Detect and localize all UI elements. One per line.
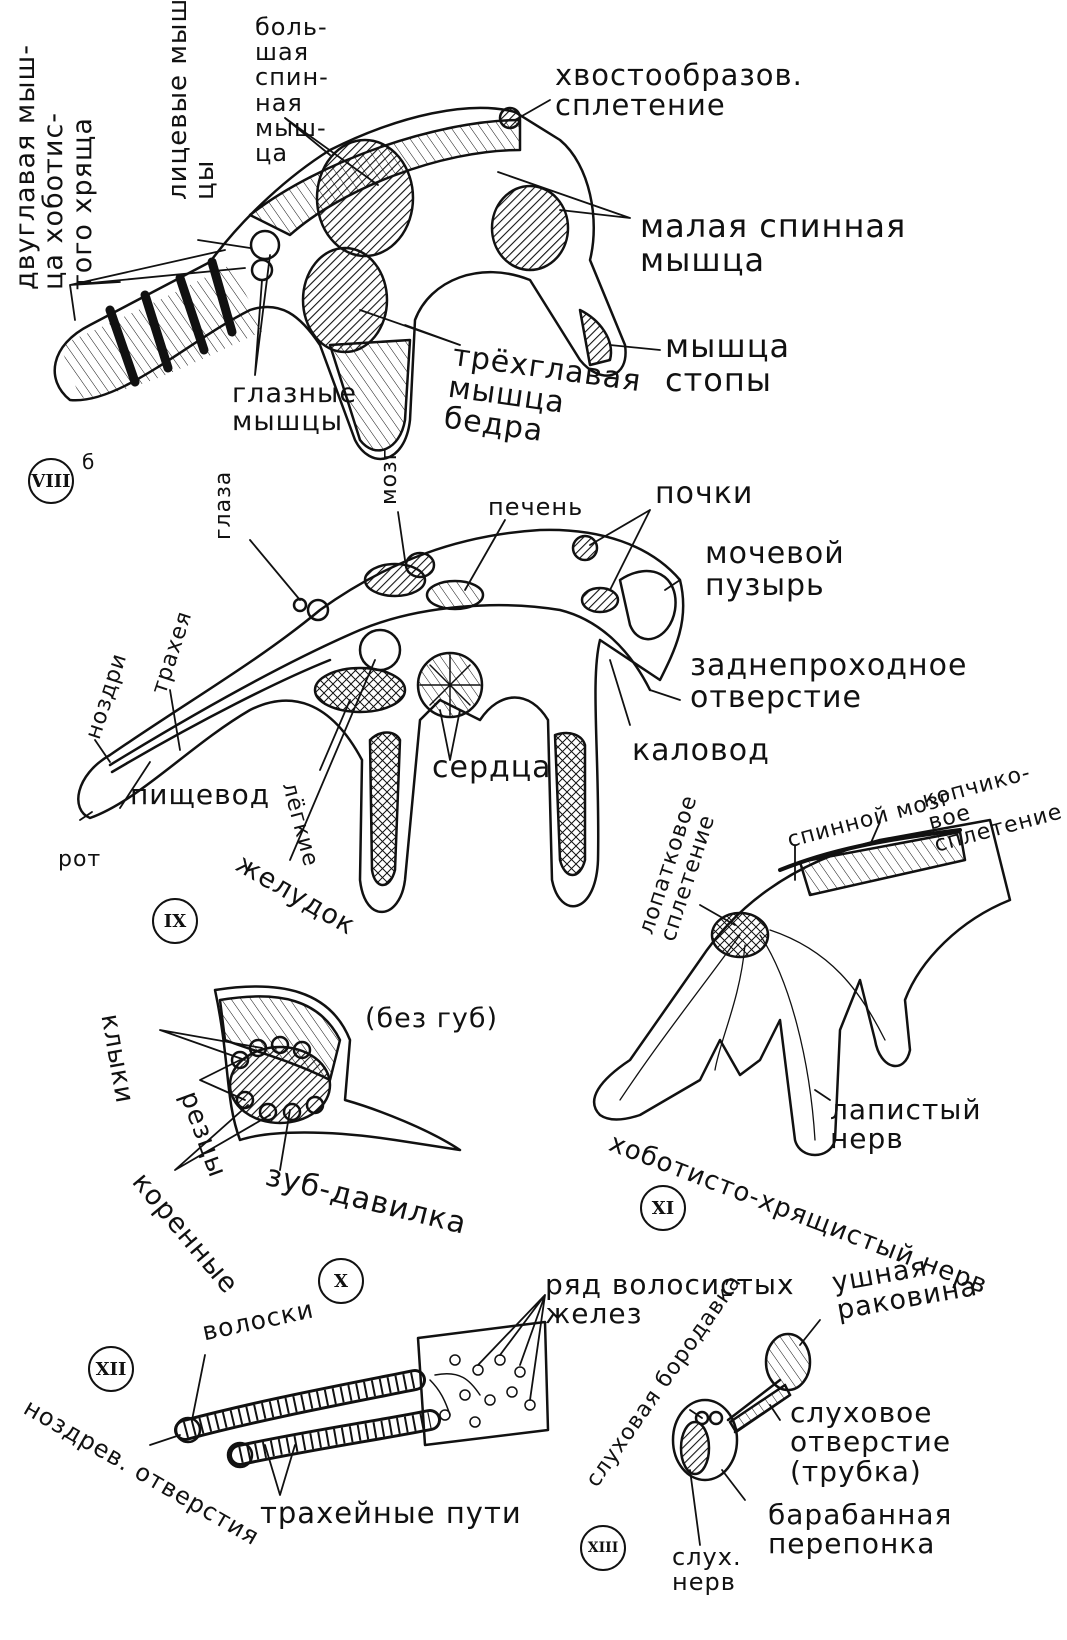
figure-number-viii: VIII [28, 458, 74, 504]
figure-number-ix: IX [152, 898, 198, 944]
fig13-tube-hatch [730, 1385, 790, 1432]
figure-number-xii: XII [88, 1346, 134, 1392]
label-liver: печень [488, 495, 583, 520]
label-kidneys: почки [655, 478, 753, 510]
label-eyes: глаза [212, 471, 235, 540]
fig8-eye-muscles [251, 231, 279, 280]
label-hearts: сердца [432, 752, 552, 784]
fig9-lungs [315, 668, 405, 712]
figure-number-viii-suffix: б [82, 452, 95, 473]
fig9-leg-hatch-left [370, 733, 400, 886]
label-trachea-paths: трахейные пути [260, 1498, 522, 1528]
fig13-wart-2 [710, 1412, 722, 1424]
label-tail-plexus: хвостообразов.сплетение [555, 60, 803, 121]
fig9-eye [308, 600, 328, 620]
label-facial-muscles: лицевые мыш-цы [165, 0, 220, 200]
fig8-small-dorsal-muscle [492, 186, 568, 270]
fig9-kidney-1 [573, 536, 597, 560]
fig9-brain-2 [406, 553, 434, 577]
label-no-lips: (без губ) [365, 1005, 498, 1033]
fig8-hip-triceps-muscle [303, 248, 387, 352]
fig13-tympanum-hatch [681, 1422, 709, 1474]
fig10-teeth-cluster [230, 1047, 330, 1123]
fig9-kidney-2 [582, 588, 618, 612]
fig9-liver [427, 581, 483, 609]
fig9-leg-hatch-right [555, 733, 585, 875]
label-biceps-trunk: двуглавая мыш-ца хоботис-того хряща [12, 44, 97, 290]
figure-ix-organs [78, 510, 683, 912]
figure-number-x: X [318, 1258, 364, 1304]
figure-number-xiii: XIII [580, 1525, 626, 1571]
label-mouth: рот [58, 848, 101, 871]
fig9-stomach [360, 630, 400, 670]
label-esophagus: пищевод [130, 780, 270, 809]
fig12-glands [430, 1355, 535, 1427]
label-brain: мозг [378, 448, 401, 505]
fig13-ear-shell [766, 1334, 810, 1390]
fig9-trachea [112, 660, 330, 772]
label-hearing-nerve: слух.нерв [672, 1545, 742, 1595]
figure-number-xi: XI [640, 1185, 686, 1231]
label-rectum: каловод [632, 735, 770, 767]
fig9-bladder [620, 571, 676, 639]
